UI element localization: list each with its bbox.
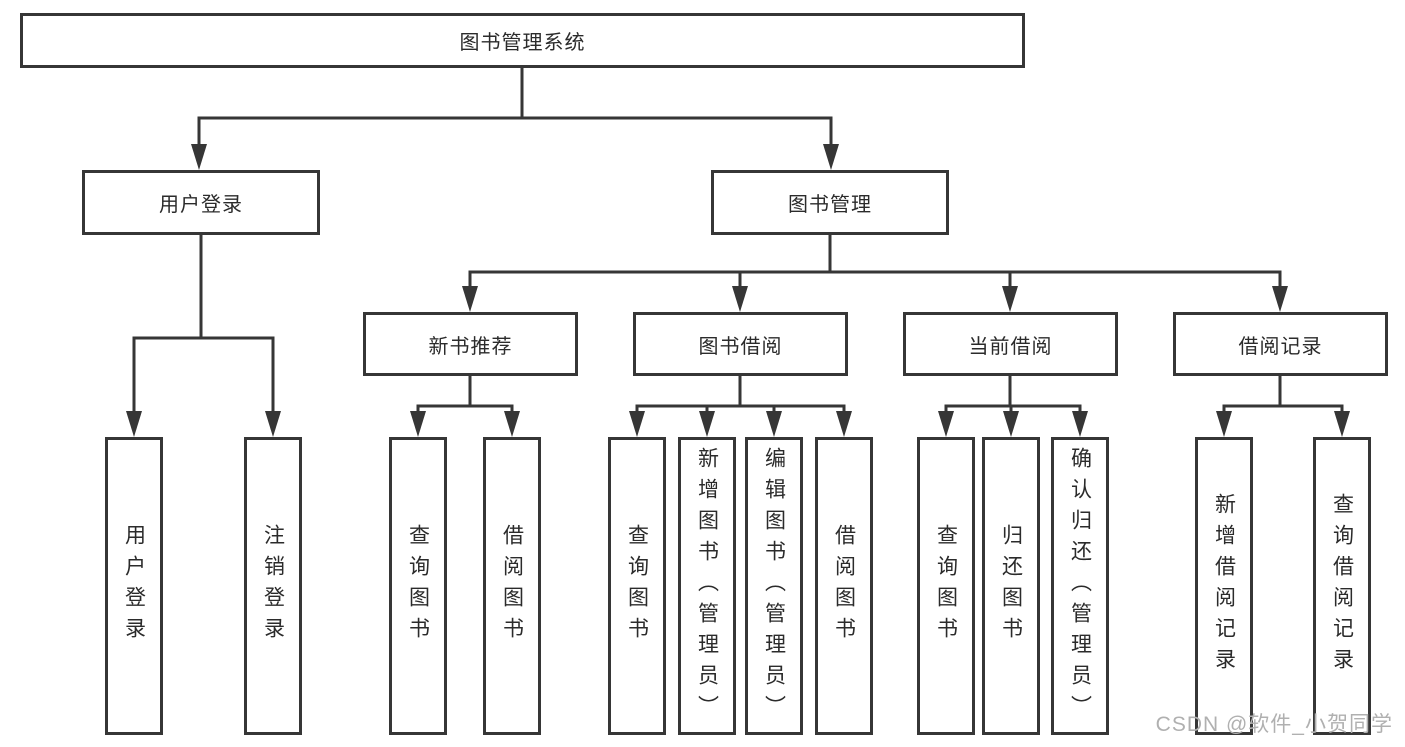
- arrowhead-icon: [766, 411, 782, 437]
- node-book-borrow: 图书借阅: [633, 312, 848, 376]
- arrowhead-icon: [504, 411, 520, 437]
- arrowhead-icon: [126, 411, 142, 437]
- connector-book-borrow-branch: [629, 376, 852, 437]
- leaf-add-book-admin: 新增图书（管理员）: [678, 437, 736, 735]
- arrowhead-icon: [191, 144, 207, 170]
- watermark: CSDN @软件_小贺同学: [1155, 713, 1393, 736]
- connector-user-login-branch: [126, 235, 281, 437]
- arrowhead-icon: [629, 411, 645, 437]
- node-user-login: 用户登录: [82, 170, 320, 235]
- arrowhead-icon: [699, 411, 715, 437]
- arrowhead-icon: [1272, 286, 1288, 312]
- connector-line: [416, 404, 514, 415]
- leaf-query-books-recommend: 查询图书: [389, 437, 447, 735]
- connector-line: [944, 404, 1082, 415]
- leaf-user-login: 用户登录: [105, 437, 163, 735]
- leaf-edit-book-admin: 编辑图书（管理员）: [745, 437, 803, 735]
- node-root-title: 图书管理系统: [20, 13, 1025, 68]
- arrowhead-icon: [265, 411, 281, 437]
- arrowhead-icon: [823, 144, 839, 170]
- node-borrow-record: 借阅记录: [1173, 312, 1388, 376]
- arrowhead-icon: [462, 286, 478, 312]
- connector-line: [468, 270, 1282, 290]
- leaf-query-books-borrow: 查询图书: [608, 437, 666, 735]
- leaf-logout: 注销登录: [244, 437, 302, 735]
- connector-borrow-record-branch: [1216, 376, 1350, 437]
- leaf-borrow-books: 借阅图书: [815, 437, 873, 735]
- arrowhead-icon: [1072, 411, 1088, 437]
- node-book-management: 图书管理: [711, 170, 949, 235]
- connector-line: [635, 404, 846, 415]
- node-current-borrow: 当前借阅: [903, 312, 1118, 376]
- arrowhead-icon: [732, 286, 748, 312]
- leaf-query-books-current: 查询图书: [917, 437, 975, 735]
- arrowhead-icon: [410, 411, 426, 437]
- connector-line: [132, 336, 275, 413]
- arrowhead-icon: [1334, 411, 1350, 437]
- node-new-book-recommend: 新书推荐: [363, 312, 578, 376]
- leaf-return-book: 归还图书: [982, 437, 1040, 735]
- connector-book-management-branch: [462, 235, 1288, 312]
- connector-new-book-branch: [410, 376, 520, 437]
- arrowhead-icon: [1003, 411, 1019, 437]
- connector-line: [197, 116, 833, 146]
- connector-current-borrow-branch: [938, 376, 1088, 437]
- arrowhead-icon: [1002, 286, 1018, 312]
- leaf-borrow-books-recommend: 借阅图书: [483, 437, 541, 735]
- arrowhead-icon: [938, 411, 954, 437]
- leaf-confirm-return-admin: 确认归还（管理员）: [1051, 437, 1109, 735]
- arrowhead-icon: [836, 411, 852, 437]
- leaf-query-borrow-record: 查询借阅记录: [1313, 437, 1371, 735]
- connector-line: [1222, 404, 1344, 415]
- connector-root-branch: [191, 68, 839, 170]
- arrowhead-icon: [1216, 411, 1232, 437]
- leaf-add-borrow-record: 新增借阅记录: [1195, 437, 1253, 735]
